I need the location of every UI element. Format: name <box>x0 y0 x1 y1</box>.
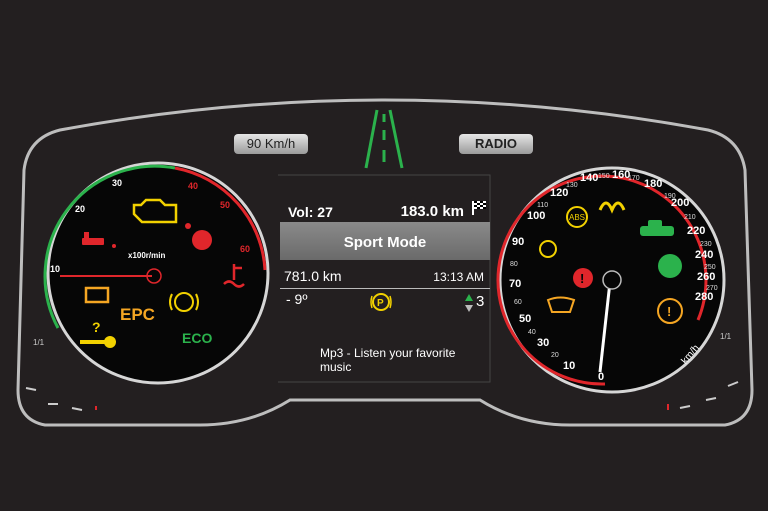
coolant-temp-icon <box>223 264 245 288</box>
speedo-major-ticks: 0 10 30 50 70 90 100 120 140 160 180 200… <box>509 169 715 383</box>
brake-system-warning-icon: ! <box>573 268 593 288</box>
speedo-tick-0: 0 <box>598 371 604 383</box>
clock: 13:13 AM <box>433 270 484 284</box>
svg-text:!: ! <box>667 304 671 319</box>
fuel-full-right: 1/1 <box>720 332 732 341</box>
svg-text:!: ! <box>580 271 584 286</box>
trip-distance: 183.0 km <box>400 203 464 220</box>
speedo-tick-10: 10 <box>563 360 575 372</box>
fuel-gauge-left <box>25 387 97 411</box>
abs-warning-icon: ABS <box>566 206 588 228</box>
lane-assist-icon <box>364 109 404 169</box>
speedo-minor-110: 110 <box>537 202 548 209</box>
checkered-flag-icon <box>472 201 486 215</box>
epc-warning: EPC <box>120 305 155 324</box>
tach-tick-30: 30 <box>112 178 122 188</box>
speedo-tick-140: 140 <box>580 172 598 184</box>
tachometer <box>43 161 270 385</box>
odometer: 781.0 km <box>284 268 342 284</box>
tach-unit: x100r/min <box>128 251 165 260</box>
speedometer <box>496 166 726 394</box>
speedo-minor-60: 60 <box>514 299 522 306</box>
oil-pressure-icon <box>82 232 116 248</box>
tach-tick-20: 20 <box>75 204 85 214</box>
speedo-tick-280: 280 <box>695 291 713 303</box>
speedo-minor-230: 230 <box>700 241 712 248</box>
speedo-tick-240: 240 <box>695 249 713 261</box>
tire-pressure-icon: ! <box>657 298 683 324</box>
speedo-tick-200: 200 <box>671 197 689 209</box>
speedo-minor-270: 270 <box>706 285 718 292</box>
airbag-warning-icon <box>185 223 212 250</box>
speedo-minor-170: 170 <box>628 175 640 182</box>
current-gear: 3 <box>476 293 485 310</box>
speedo-tick-70: 70 <box>509 278 521 290</box>
windshield-defrost-icon <box>546 296 576 313</box>
speedo-tick-100: 100 <box>527 210 545 222</box>
cluster-bezel-inner <box>278 174 491 383</box>
speedo-tick-30: 30 <box>537 337 549 349</box>
traction-control-icon <box>658 254 682 278</box>
speedo-tick-180: 180 <box>644 178 662 190</box>
speedo-minor-ticks: 20 40 60 80 110 130 150 170 190 210 230 … <box>510 173 718 359</box>
fuel-full-left: 1/1 <box>33 338 45 347</box>
mode-banner <box>280 222 490 260</box>
speedo-tick-90: 90 <box>512 236 524 248</box>
drive-mode: Sport Mode <box>343 234 427 251</box>
engine-warning-icon <box>84 286 110 304</box>
parking-brake-icon: P <box>370 293 392 311</box>
fuel-gauge-right <box>667 381 739 410</box>
speedo-minor-210: 210 <box>684 214 696 221</box>
check-engine-warning-icon <box>132 198 178 224</box>
distance-warning-icon <box>640 220 674 236</box>
tach-tick-40: 40 <box>188 181 198 191</box>
speedo-minor-190: 190 <box>664 193 676 200</box>
speedo-tick-120: 120 <box>550 187 568 199</box>
brake-warning-icon <box>169 292 199 312</box>
speedo-tick-260: 260 <box>697 271 715 283</box>
key-warning-icon: ? <box>80 319 116 348</box>
speedo-minor-20: 20 <box>551 352 559 359</box>
abs-label: ABS <box>569 213 585 222</box>
speedo-minor-150: 150 <box>598 173 610 180</box>
center-display: Vol: 27 183.0 km Sport Mode 781.0 km 13:… <box>280 196 490 376</box>
tach-tick-60: 60 <box>240 244 250 254</box>
eco-indicator: ECO <box>182 330 212 346</box>
tach-tick-50: 50 <box>220 200 230 210</box>
speedo-minor-250: 250 <box>704 264 716 271</box>
speedo-minor-40: 40 <box>528 329 536 336</box>
speedo-tick-220: 220 <box>687 225 705 237</box>
speed-limit-display: 90 Km/h <box>234 134 308 154</box>
cluster-bezel <box>16 98 754 427</box>
divider <box>280 288 490 289</box>
brake-pad-icon <box>539 240 557 258</box>
tach-tick-10: 10 <box>50 264 60 274</box>
volume-readout: Vol: 27 <box>288 204 333 220</box>
svg-text:P: P <box>377 298 384 309</box>
media-status: Mp3 - Listen your favorite music <box>320 346 456 374</box>
radio-button[interactable]: RADIO <box>459 134 533 154</box>
speedo-tick-160: 160 <box>612 169 630 181</box>
speedo-tick-50: 50 <box>519 313 531 325</box>
speedo-minor-130: 130 <box>566 182 578 189</box>
glow-plug-icon <box>598 201 626 214</box>
gear-shift-arrows-icon <box>465 294 473 312</box>
svg-text:?: ? <box>92 319 101 335</box>
outside-temperature: - 9º <box>286 291 308 307</box>
speedo-minor-80: 80 <box>510 261 518 268</box>
